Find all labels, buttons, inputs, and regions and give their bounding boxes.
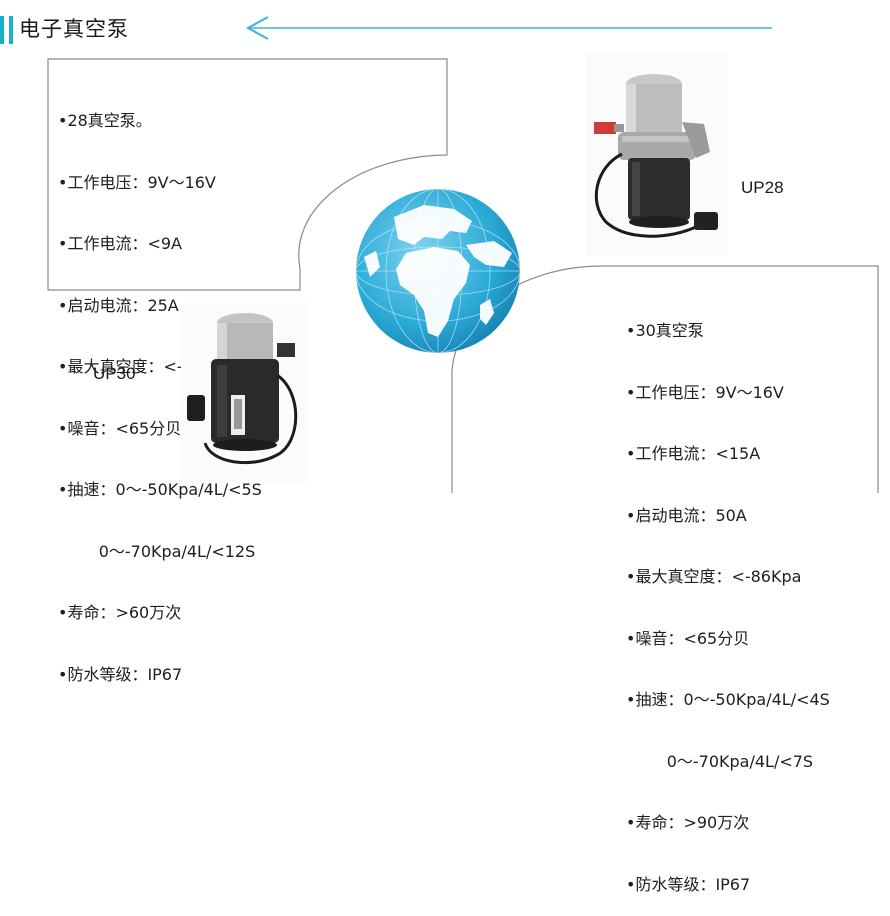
spec-line: •工作电压：9V～16V bbox=[58, 172, 216, 192]
title-accent-bar bbox=[9, 16, 13, 44]
spec-line: •寿命：>90万次 bbox=[626, 813, 750, 832]
spec-line: •28真空泵。 bbox=[58, 111, 152, 130]
spec-line: •启动电流：25A bbox=[58, 295, 179, 315]
spec-line: •防水等级：IP67 bbox=[626, 874, 751, 894]
up30-label: UP30 bbox=[93, 364, 136, 383]
spec-line: •噪音：<65分贝 bbox=[58, 418, 182, 438]
spec-line: •抽速：0～-50Kpa/4L/<5S bbox=[58, 480, 262, 499]
spec-line: •工作电流：<9A bbox=[58, 234, 182, 253]
globe-icon bbox=[356, 189, 520, 353]
title-accent-bar bbox=[0, 16, 4, 44]
spec-line: •30真空泵 bbox=[626, 321, 704, 340]
up28-label: UP28 bbox=[741, 178, 784, 197]
spec-line: •工作电压：9V～16V bbox=[626, 382, 784, 402]
left-arrow-icon[interactable] bbox=[246, 16, 776, 40]
up28-product-image bbox=[586, 52, 728, 256]
spec-line: •工作电流：<15A bbox=[626, 444, 761, 463]
spec-line: •抽速：0～-50Kpa/4L/<4S bbox=[626, 690, 830, 709]
spec-line: 0～-70Kpa/4L/<7S bbox=[626, 751, 814, 771]
up30-spec-list: •30真空泵 •工作电压：9V～16V •工作电流：<15A •启动电流：50A… bbox=[626, 280, 830, 916]
spec-line: •启动电流：50A bbox=[626, 505, 747, 525]
page-title: 电子真空泵 bbox=[19, 17, 129, 41]
spec-line: •防水等级：IP67 bbox=[58, 664, 183, 684]
spec-line: •噪音：<65分贝 bbox=[626, 628, 750, 648]
spec-line: •最大真空度：<-86Kpa bbox=[626, 567, 802, 586]
up30-product-image bbox=[181, 303, 309, 483]
spec-line: 0～-70Kpa/4L/<12S bbox=[58, 541, 256, 561]
spec-line: •寿命：>60万次 bbox=[58, 603, 182, 622]
